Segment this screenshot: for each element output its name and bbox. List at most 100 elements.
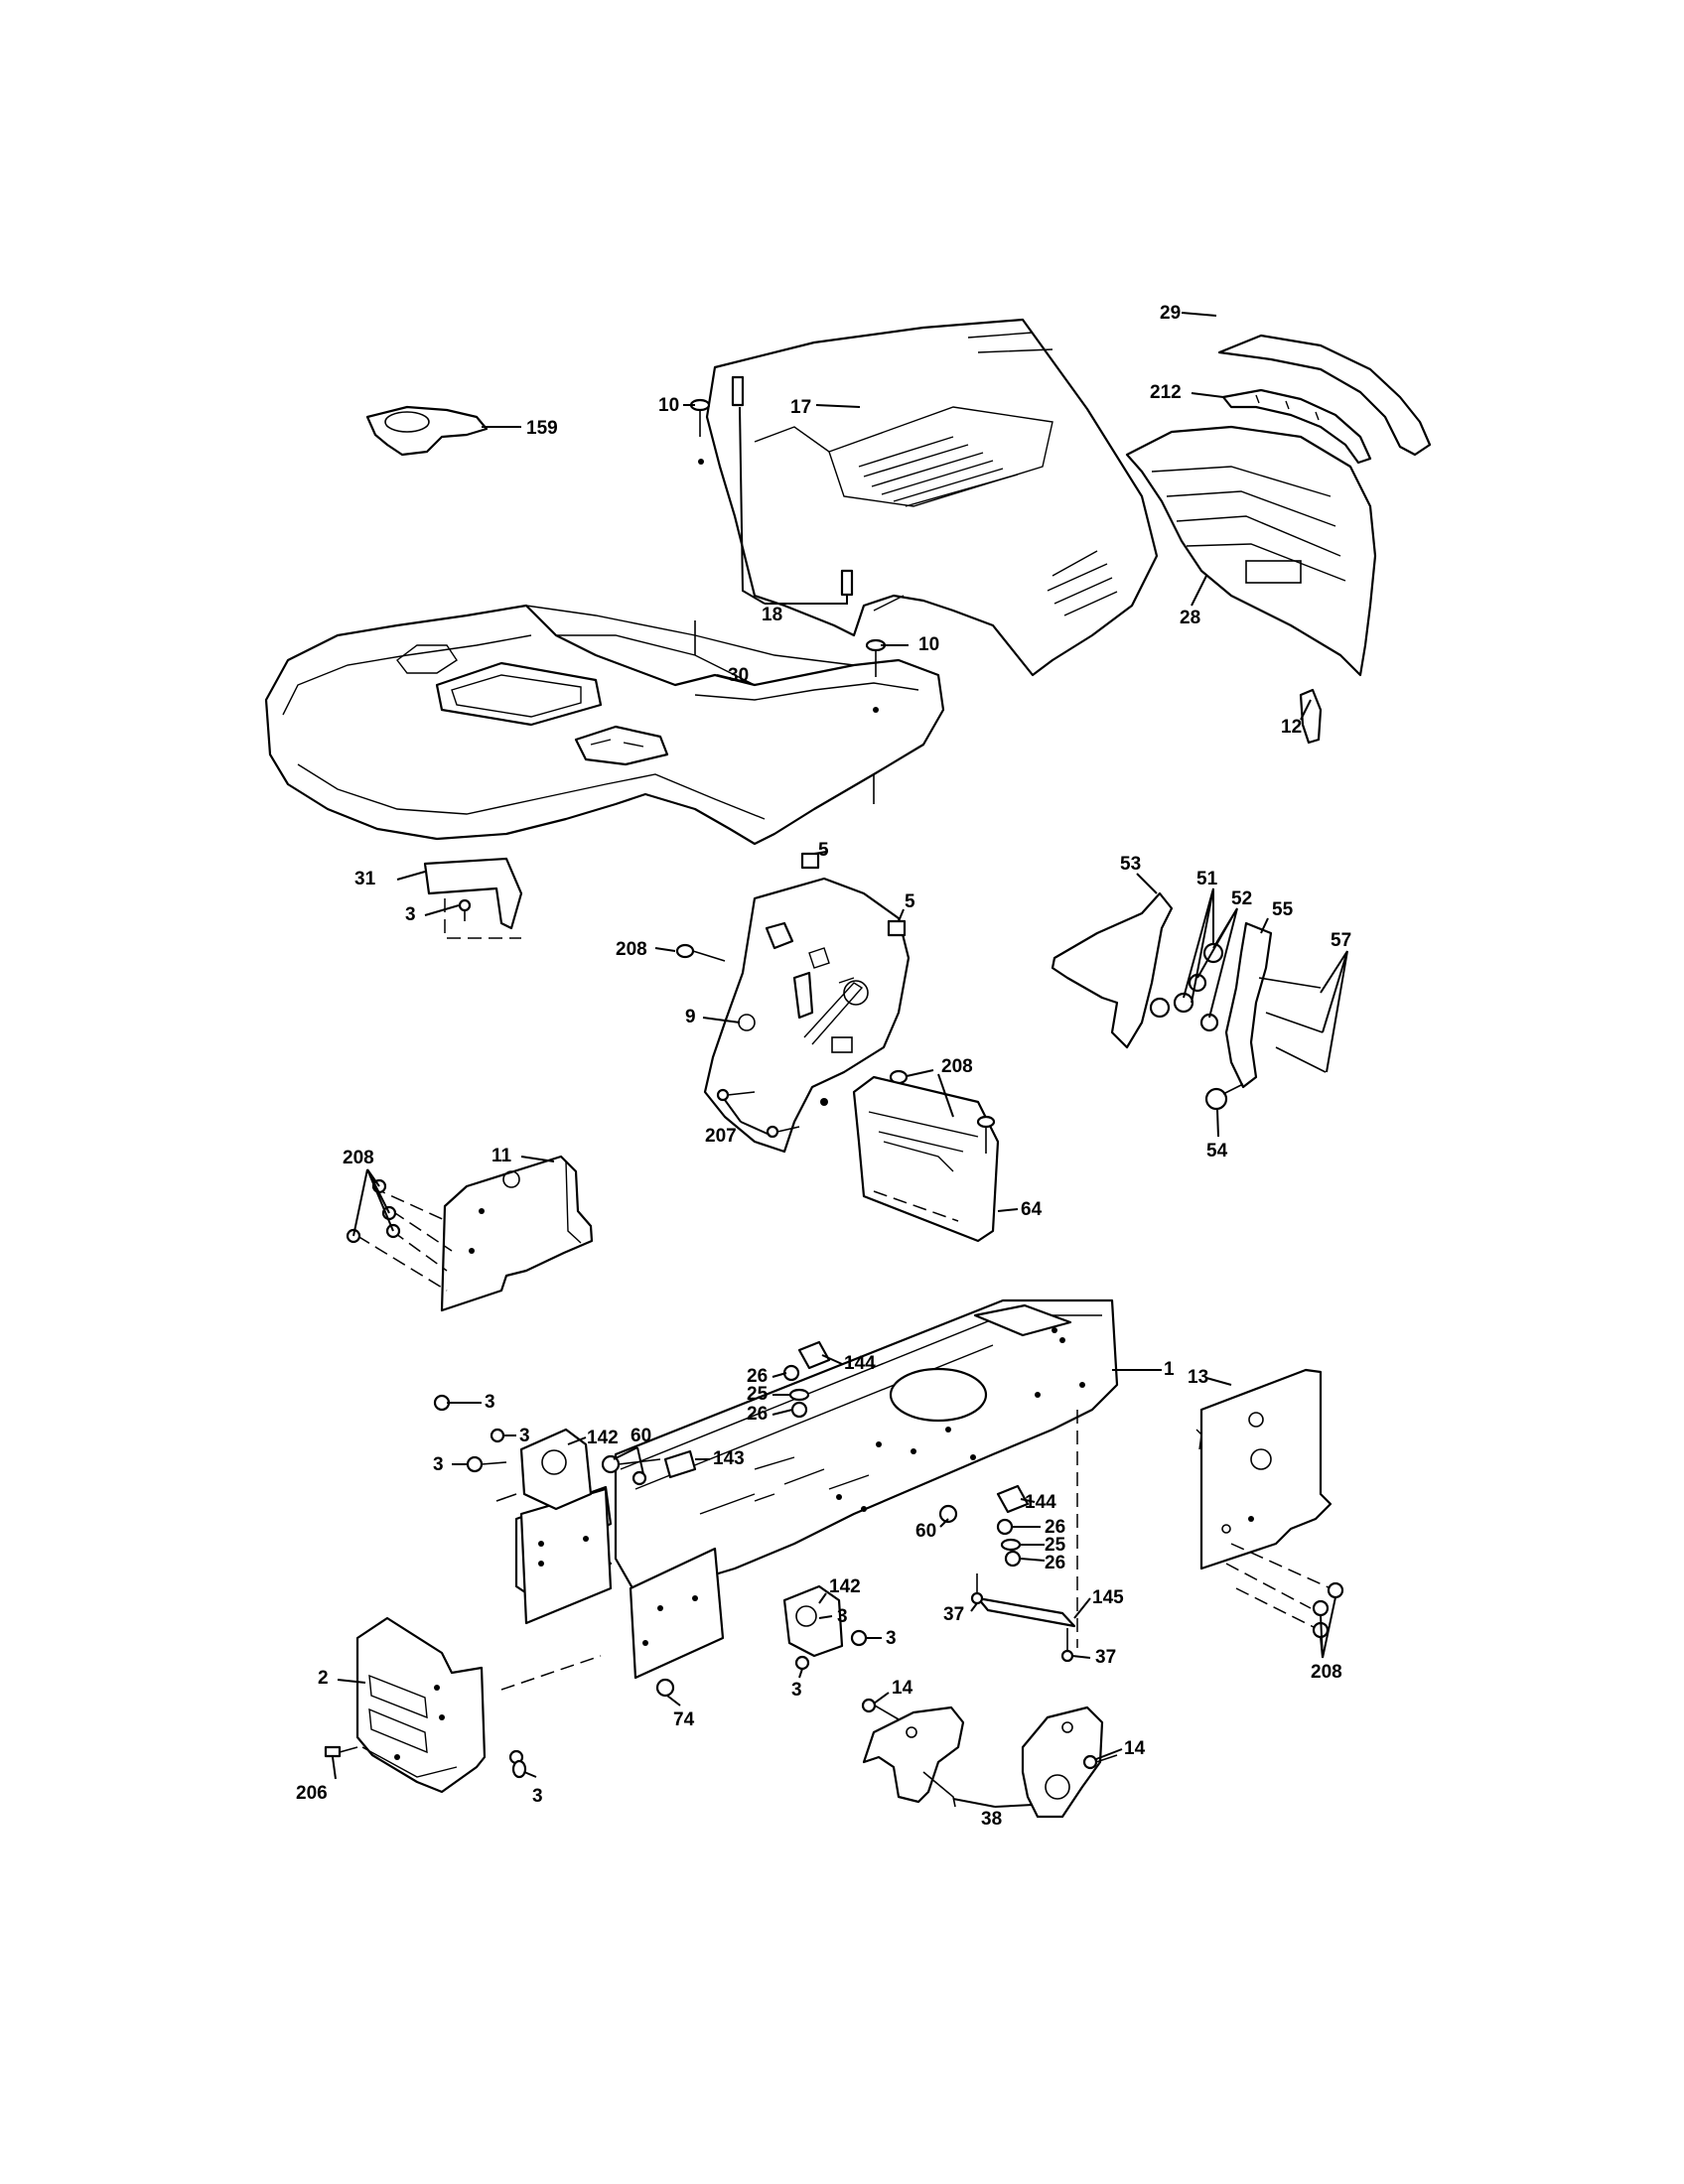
spindle-brackets: [861, 1698, 1118, 1819]
callout-207: 207: [705, 1126, 737, 1147]
callout-208-right-panel: 208: [1311, 1662, 1342, 1683]
callout-212: 212: [1150, 382, 1182, 403]
fender-bolt-right: [865, 638, 887, 713]
side-panel-11: [346, 1155, 594, 1312]
bracket-144-upper: [782, 1340, 831, 1419]
callout-159: 159: [526, 418, 558, 439]
callout-29: 29: [1160, 303, 1181, 324]
callout-17: 17: [790, 397, 811, 418]
frame-slots: [699, 1456, 870, 1515]
front-bumper-openings: [368, 1674, 428, 1754]
callout-30: 30: [728, 665, 749, 686]
callout-3-bracket: 3: [405, 904, 416, 925]
dash-nut-top: [800, 852, 820, 870]
hood-vent-top: [828, 406, 1053, 507]
grille-housing: [1125, 425, 1377, 677]
callout-60-lower: 60: [915, 1521, 936, 1542]
linkage-bolts-57: [1258, 977, 1327, 1073]
callout-26-lower-b: 26: [1045, 1553, 1065, 1573]
linkage-nut-51a: [1149, 997, 1171, 1019]
hood-vent-slats: [858, 436, 1019, 507]
callout-206: 206: [296, 1783, 328, 1804]
frame-bracket-143: [663, 1449, 697, 1479]
cup-holder-ring: [384, 411, 430, 433]
callout-10-fender: 10: [918, 634, 939, 655]
bumper-bracket: [1221, 388, 1372, 465]
callout-52: 52: [1231, 888, 1252, 909]
bracket-holes: [1255, 394, 1320, 421]
hood-bushing-left: [731, 375, 745, 407]
callout-26-lower-a: 26: [1045, 1517, 1065, 1538]
frame-side-left: [519, 1487, 613, 1625]
fender-lever-slot: [574, 725, 669, 766]
hood-latch: [1299, 688, 1323, 745]
callout-37-right: 37: [1095, 1647, 1116, 1668]
dash-cross-marks: [808, 947, 855, 984]
frame-engine-opening: [889, 1367, 988, 1423]
callout-25-upper: 25: [747, 1384, 769, 1405]
main-frame: [500, 1298, 1119, 1691]
bracket-144-lower: [996, 1484, 1030, 1568]
side-panel-right-hole-2: [1250, 1448, 1272, 1470]
front-bumper-bolt-206: [324, 1745, 358, 1758]
fender: [264, 604, 945, 846]
callout-144-lower: 144: [1025, 1492, 1056, 1513]
fender-inner-lip: [282, 634, 919, 820]
grille-ribs: [1151, 466, 1346, 582]
dash-bracket-hidden: [873, 1190, 959, 1222]
callout-1: 1: [1164, 1359, 1175, 1380]
callout-60-upper: 60: [631, 1426, 651, 1446]
hood: [705, 318, 1159, 677]
frame-bolts-60: [601, 1454, 958, 1524]
callout-53: 53: [1120, 854, 1141, 875]
axle-bracket-upper: [495, 1428, 593, 1511]
callout-12: 12: [1281, 717, 1302, 738]
side-panel-left-bolts: [346, 1178, 401, 1244]
front-bumper-bolt-3: [511, 1759, 527, 1779]
dash-key-slot: [765, 921, 794, 950]
callout-18: 18: [762, 605, 782, 625]
callout-14-left: 14: [892, 1678, 913, 1699]
callout-144-upper: 144: [844, 1353, 876, 1374]
callout-142-lower: 142: [829, 1576, 861, 1597]
callout-3-frame-b: 3: [519, 1426, 530, 1446]
spindle-bolts-14: [861, 1698, 1118, 1770]
fender-seat-pan: [466, 605, 855, 686]
side-panel-left: [440, 1155, 594, 1312]
pedal-linkage: [1051, 891, 1327, 1111]
bumper-trim: [1217, 334, 1432, 457]
callout-54: 54: [1206, 1141, 1228, 1161]
side-panel-left-fold: [565, 1160, 582, 1244]
dash-nut-right: [887, 919, 907, 937]
fender-bracket: [423, 857, 523, 930]
callout-10-top: 10: [658, 395, 679, 416]
callout-25-lower: 25: [1045, 1535, 1066, 1556]
callout-28: 28: [1180, 608, 1200, 628]
callout-31: 31: [354, 869, 376, 889]
callout-11: 11: [491, 1146, 512, 1166]
hood-bushing-right: [840, 569, 854, 597]
frame-side-holes: [538, 1536, 698, 1646]
callout-37-left: 37: [943, 1604, 964, 1625]
dash-hole: [820, 1098, 828, 1106]
spindle-bracket-right: [1021, 1706, 1104, 1819]
callout-14-right: 14: [1124, 1738, 1146, 1759]
frame-bolts-3: [433, 1394, 868, 1765]
side-panel-right-bolt-lines: [1225, 1543, 1332, 1629]
callout-26-upper-b: 26: [747, 1404, 768, 1425]
callout-3-frame-a: 3: [485, 1392, 495, 1413]
pedal-arm-53: [1051, 891, 1174, 1049]
front-bumper-plate: [355, 1616, 487, 1794]
side-panel-13: [1195, 1368, 1344, 1639]
dash-bolt-208-left: [675, 943, 726, 962]
callout-208-bracket: 208: [941, 1056, 973, 1077]
side-panel-right: [1199, 1368, 1333, 1570]
side-panel-left-bolt-lines: [356, 1186, 453, 1292]
bracket-hidden-line: [444, 898, 521, 939]
callout-55: 55: [1272, 899, 1294, 920]
front-bumper-holes: [394, 1685, 445, 1760]
callout-labels: 29 212 17 159 10 18 28 10 30 12 31 3 5 5…: [296, 303, 1351, 1830]
callout-26-upper-a: 26: [747, 1366, 768, 1387]
dash-switch: [831, 1036, 853, 1053]
